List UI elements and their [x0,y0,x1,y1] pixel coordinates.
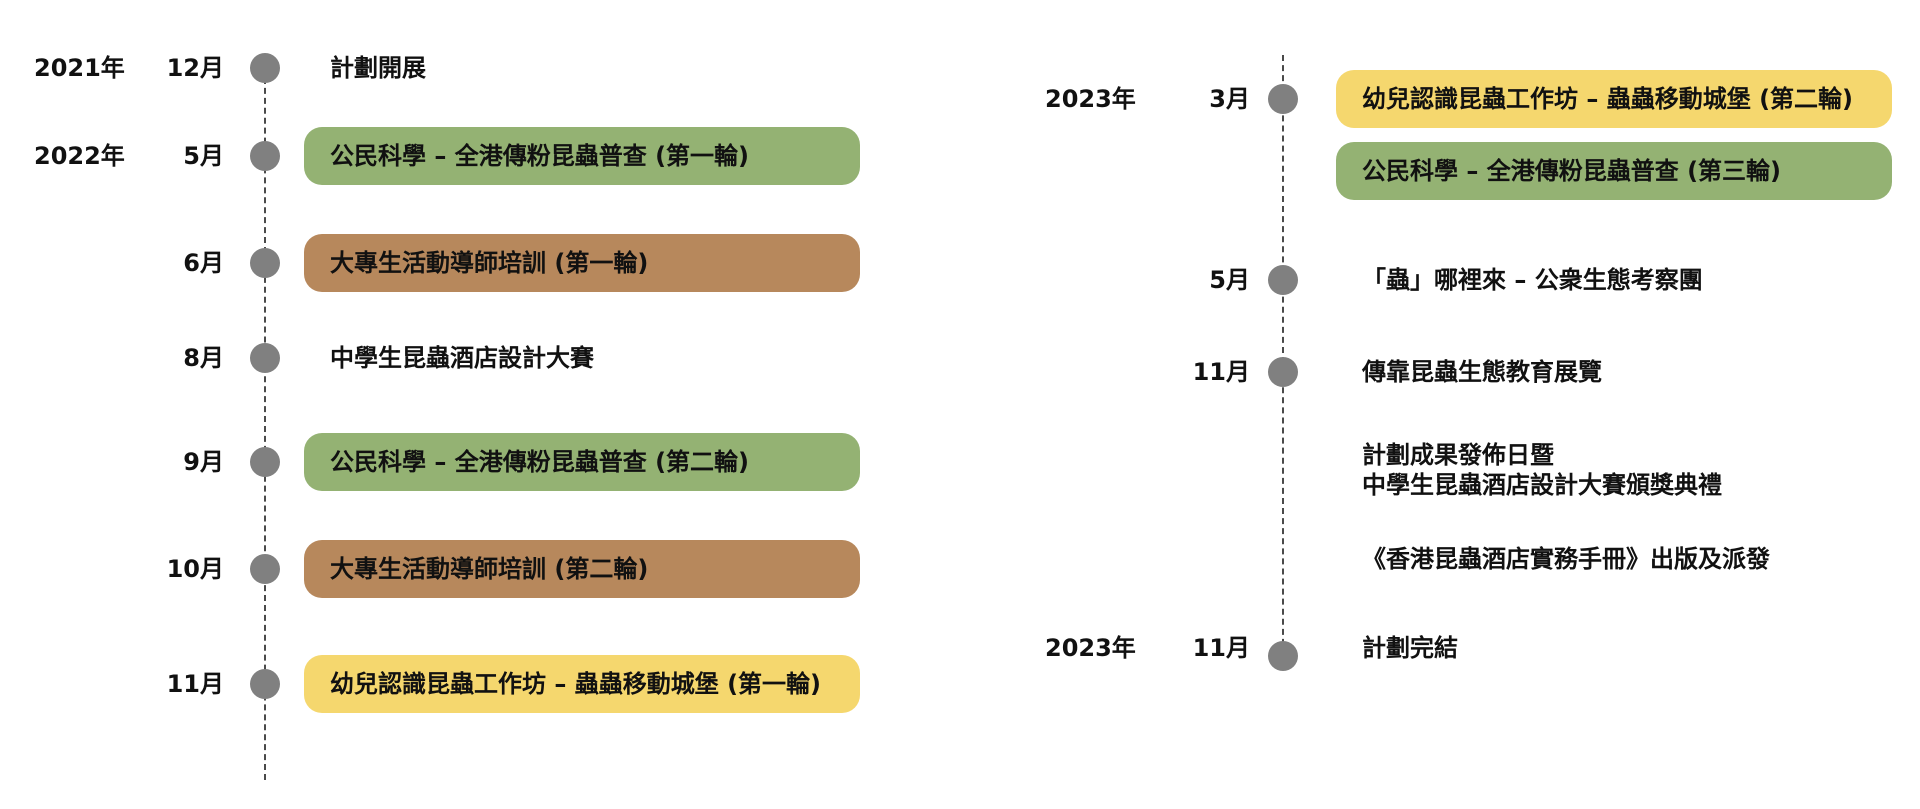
event-month: 12月 [166,54,224,82]
event-month: 11月 [1192,358,1250,386]
event-month: 11月 [1192,634,1250,662]
timeline-right: 2023年 3月 幼兒認識昆蟲工作坊 – 蟲蟲移動城堡 (第二輪) 公民科學 –… [960,0,1920,809]
event-highlight-pill [1336,70,1892,128]
event-label: 公民科學 – 全港傳粉昆蟲普查 (第一輪) [330,142,750,170]
event-label: 計劃成果發佈日暨 中學生昆蟲酒店設計大賽頒獎典禮 [1362,441,1722,499]
event-highlight-pill [304,540,860,598]
event-highlight-pill [304,234,860,292]
event-highlight-pill [304,433,860,491]
event-year: 2021年 [34,54,125,82]
event-year: 2023年 [1045,634,1136,662]
event-month: 5月 [183,142,224,170]
event-label: 公民科學 – 全港傳粉昆蟲普查 (第三輪) [1362,157,1782,185]
event-label: 大專生活動導師培訓 (第二輪) [330,555,649,583]
timeline-dot-icon [250,669,280,699]
event-label: 計劃完結 [1362,634,1458,662]
timeline-dashed-line [1282,55,1284,655]
timeline-dot-icon [1268,641,1298,671]
event-label: 「蟲」哪裡來 – 公衆生態考察團 [1362,266,1703,294]
timeline-dot-icon [250,554,280,584]
event-month: 5月 [1209,266,1250,294]
event-label: 計劃開展 [330,54,426,82]
event-month: 3月 [1209,85,1250,113]
event-highlight-pill [304,655,860,713]
timeline-dot-icon [250,343,280,373]
timeline-dashed-line [264,68,266,780]
timeline-dot-icon [250,447,280,477]
event-month: 11月 [166,670,224,698]
event-label: 公民科學 – 全港傳粉昆蟲普查 (第二輪) [330,448,750,476]
event-month: 9月 [183,448,224,476]
timeline-dot-icon [250,53,280,83]
event-month: 6月 [183,249,224,277]
timeline-dot-icon [250,248,280,278]
event-highlight-pill [1336,142,1892,200]
event-label: 中學生昆蟲酒店設計大賽 [330,344,594,372]
event-highlight-pill [304,127,860,185]
timeline-dot-icon [1268,357,1298,387]
timeline-dot-icon [1268,265,1298,295]
event-month: 8月 [183,344,224,372]
event-label: 幼兒認識昆蟲工作坊 – 蟲蟲移動城堡 (第二輪) [1362,85,1854,113]
event-year: 2022年 [34,142,125,170]
event-label: 大專生活動導師培訓 (第一輪) [330,249,649,277]
event-month: 10月 [166,555,224,583]
timeline-left: 2021年 12月 計劃開展 2022年 5月 公民科學 – 全港傳粉昆蟲普查 … [34,53,860,780]
timeline-dot-icon [1268,84,1298,114]
event-label: 《香港昆蟲酒店實務手冊》出版及派發 [1362,545,1770,573]
timeline-dot-icon [250,141,280,171]
event-label: 傳靠昆蟲生態教育展覽 [1362,358,1602,386]
event-year: 2023年 [1045,85,1136,113]
event-label: 幼兒認識昆蟲工作坊 – 蟲蟲移動城堡 (第一輪) [330,670,822,698]
